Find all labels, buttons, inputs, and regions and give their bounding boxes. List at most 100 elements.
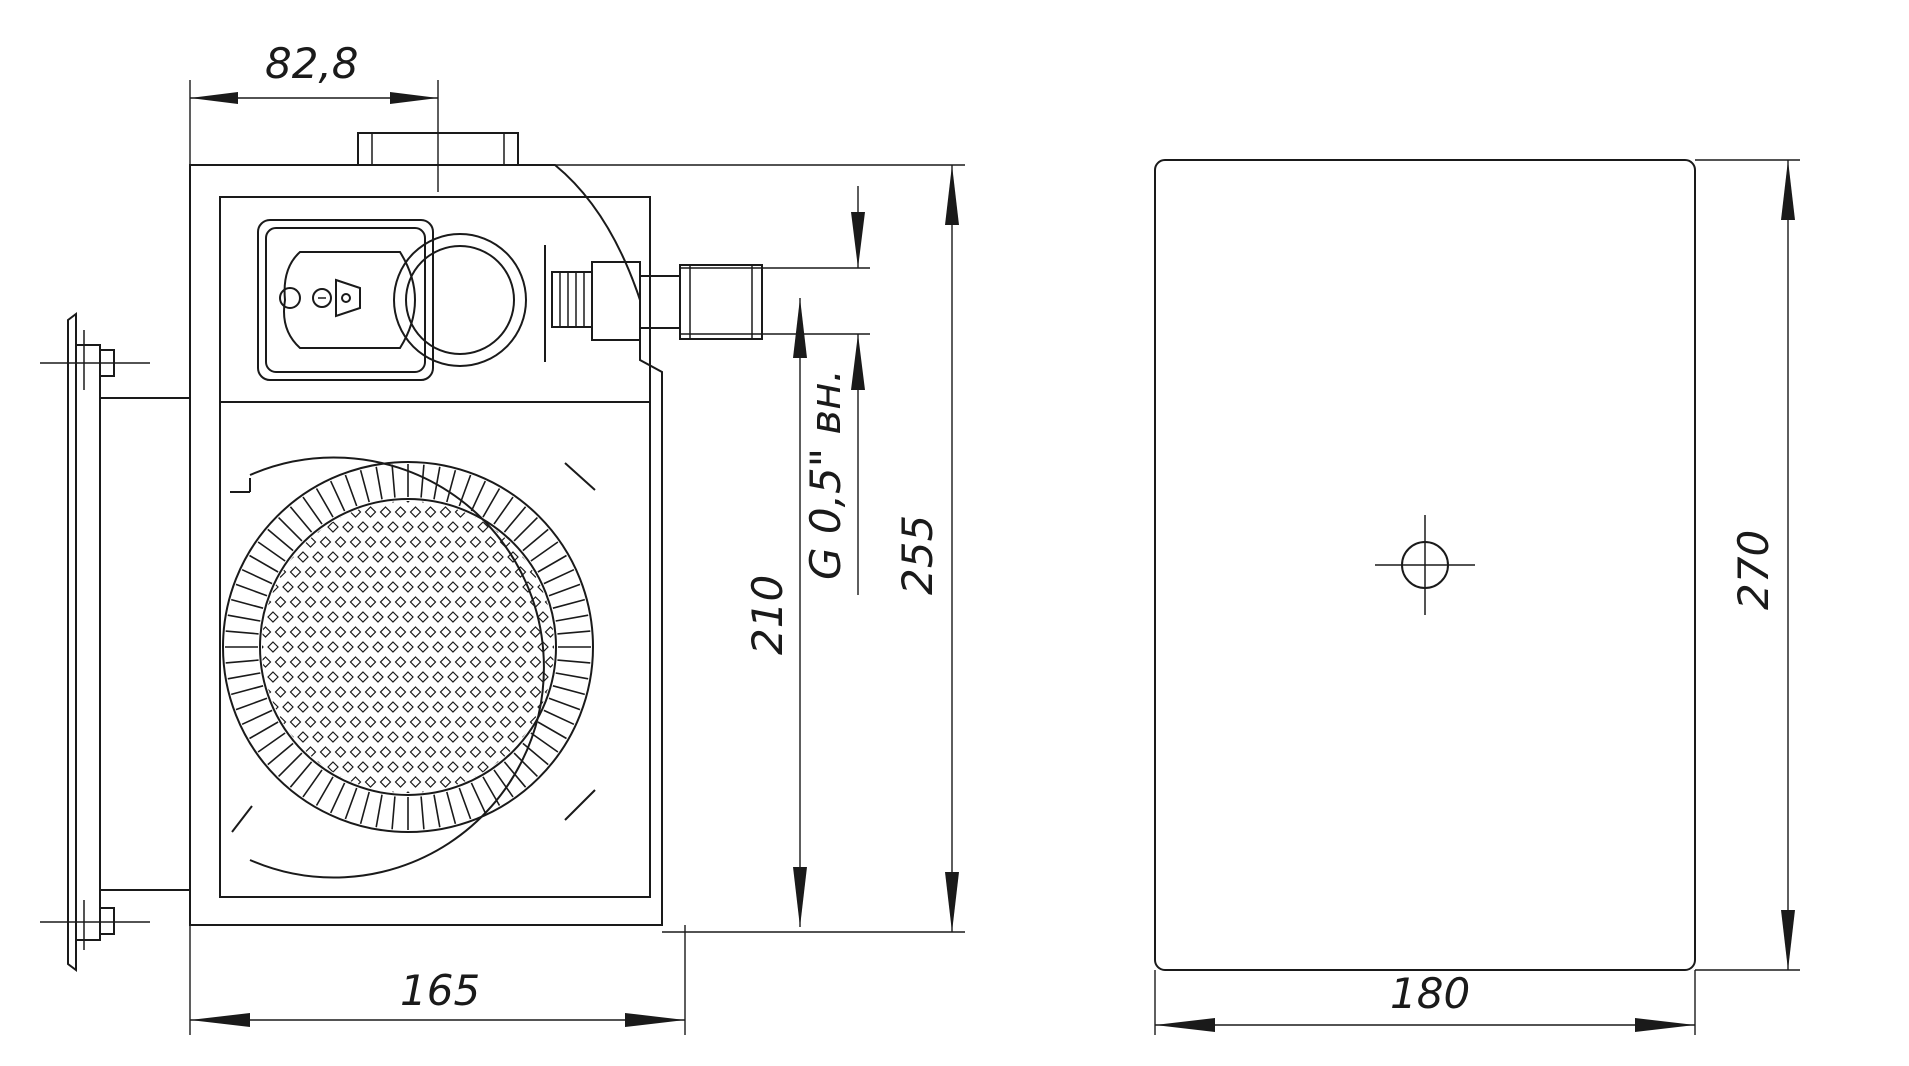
mesh-cell [304,566,317,578]
mesh-cell [282,641,294,653]
mesh-cell [312,581,324,593]
mesh-cell [552,521,554,533]
mesh-cell [507,551,519,563]
mesh-cell [409,776,422,788]
grate-rib [433,794,441,828]
mesh-cell [262,501,264,503]
mesh-cell [274,656,287,668]
mesh-cell [304,626,317,638]
mesh-cell [289,716,302,728]
mesh-cell [379,776,392,788]
mesh-cell [262,776,272,788]
mesh-cell [402,641,414,653]
mesh-cell [289,656,302,668]
mesh-cell [342,761,354,773]
dim-thread-label: G 0,5" вн. [801,369,850,580]
mesh-cell [297,641,309,653]
mesh-cell [447,641,459,653]
grate-rib [548,697,581,711]
mesh-cell [364,536,377,548]
grate-rib [543,709,575,726]
mesh-cell [319,656,332,668]
float-valve [257,219,546,381]
mesh-cell [544,776,554,788]
mesh-cell [484,536,497,548]
mesh-cell [514,716,527,728]
mesh-cell [469,656,482,668]
mesh-cell [334,686,347,698]
mesh-cell [372,701,384,713]
grate-rib [470,782,487,814]
mesh-cell [514,596,527,608]
dim-top-width: 82,8 [189,39,439,192]
mesh-cell [439,626,452,638]
side-plate [1154,159,1696,971]
mesh-cell [484,566,497,578]
mesh-cell [424,746,437,758]
mesh-cell [364,506,377,518]
mesh-cell [507,611,519,623]
grate-rib [458,787,472,820]
mesh-cell [432,761,444,773]
grate-rib [315,488,334,518]
mesh-cell [327,581,339,593]
mesh-cell [267,791,279,793]
mesh-cell [477,581,489,593]
mesh-cell [454,686,467,698]
mesh-cell [319,776,332,788]
mesh-cell [469,626,482,638]
mesh-cell [334,656,347,668]
grate-rib [329,782,346,814]
grate-rib [235,583,268,597]
mesh-cell [387,671,399,683]
mesh-cell [454,746,467,758]
grate-rib [537,721,567,740]
mesh-cell [372,581,384,593]
mesh-cell [499,656,512,668]
mesh-cell [544,506,554,518]
grate-rib [241,709,273,726]
grate-rib [302,496,323,525]
mesh-cell [417,551,429,563]
mesh-cell [409,506,422,518]
mesh-cell [492,671,504,683]
mesh-cell [402,521,414,533]
grate-rib [257,732,286,753]
mesh-cell [469,686,482,698]
mesh-cell [364,656,377,668]
front-view: 82,8 165 210 G 0,5" вн. [40,39,965,1035]
mesh-cell [409,686,422,698]
mesh-cell [364,716,377,728]
mesh-cell [477,641,489,653]
mesh-cell [409,566,422,578]
grate-rib [375,794,383,828]
mesh-cell [312,551,324,563]
grate-rib [482,488,501,518]
mesh-cell [364,776,377,788]
mesh-cell [447,521,459,533]
mesh-cell [432,671,444,683]
mesh-cell [462,581,474,593]
mesh-cell [304,596,317,608]
mesh-cell [267,671,279,683]
mesh-cell [262,716,272,728]
mesh-cell [537,641,549,653]
mesh-cell [462,641,474,653]
grate [222,456,596,879]
grate-rib [530,541,559,562]
mesh-cell [499,626,512,638]
mesh-cell [319,566,332,578]
mesh-cell [327,761,339,773]
mesh-cell [342,701,354,713]
mesh-cell [424,716,437,728]
mesh-cell [402,671,414,683]
mesh-cell [522,701,534,713]
mesh-cell [327,731,339,743]
mesh-cell [342,731,354,743]
mesh-cell [447,581,459,593]
mesh-cell [394,506,407,518]
mesh-cell [394,656,407,668]
mesh-cell [537,791,549,793]
grate-rib [493,769,514,798]
mesh-cell [319,536,332,548]
